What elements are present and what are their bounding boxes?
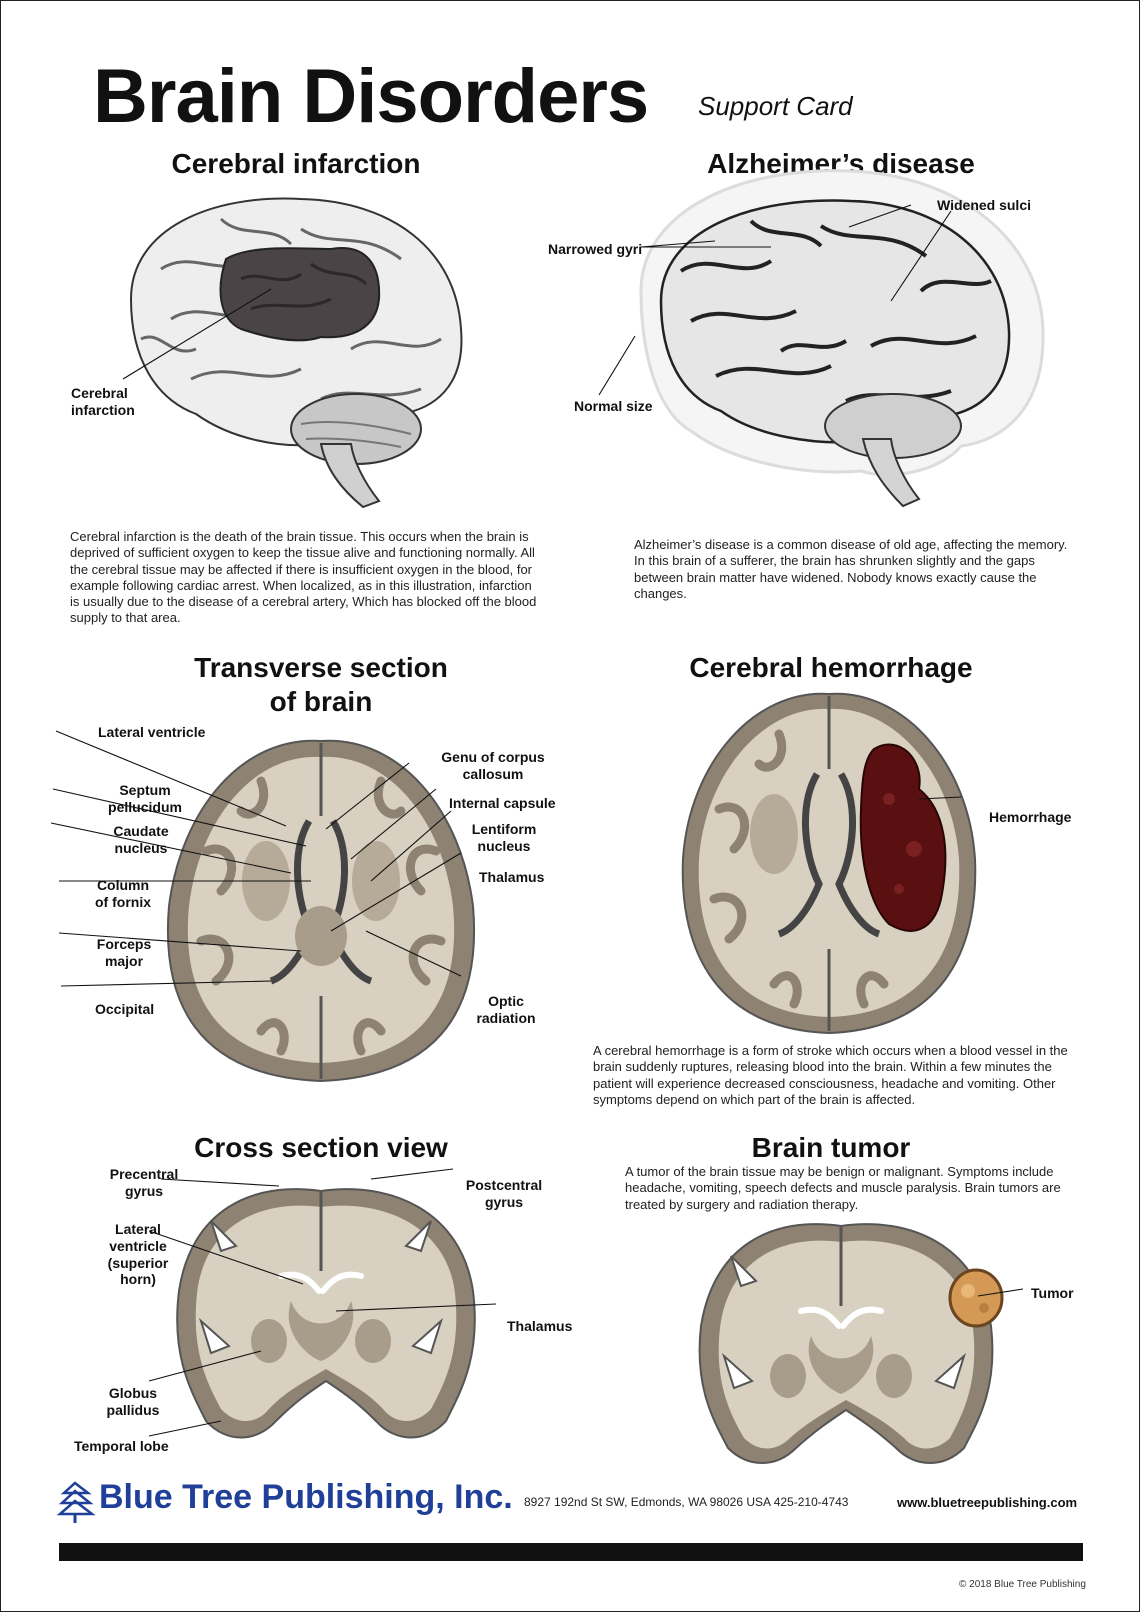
hemorrhage-description: A cerebral hemorrhage is a form of strok… bbox=[593, 1043, 1068, 1107]
lateral-ventricle-label: Lateral ventricle bbox=[98, 724, 206, 740]
transverse-section-illustration bbox=[50, 730, 476, 1083]
hemorrhage-section-illustration bbox=[681, 692, 977, 1035]
tumor-description: A tumor of the brain tissue may be benig… bbox=[625, 1164, 1061, 1212]
copyright-text: 2018 Blue Tree Publishing bbox=[969, 1579, 1086, 1590]
hemorrhage-label: Hemorrhage bbox=[989, 809, 1072, 825]
temporal-lobe-label: Temporal lobe bbox=[74, 1438, 169, 1454]
hemorrhage-heading: Cerebral hemorrhage bbox=[689, 652, 973, 683]
publisher-brand: Blue Tree Publishing, Inc. bbox=[99, 1478, 513, 1516]
column-of-fornix-label: Column of fornix bbox=[95, 877, 151, 910]
publisher-url[interactable]: www.bluetreepublishing.com bbox=[897, 1495, 1078, 1510]
narrowed-gyri-label: Narrowed gyri bbox=[548, 241, 643, 257]
infarct-region bbox=[219, 247, 381, 342]
forceps-major-label: Forceps major bbox=[96, 936, 152, 969]
tumor-heading: Brain tumor bbox=[751, 1132, 911, 1163]
occipital-label: Occipital bbox=[95, 1001, 155, 1017]
infarction-label: Cerebral infarction bbox=[71, 385, 135, 418]
page-subtitle: Support Card bbox=[698, 91, 853, 121]
cross-thalamus-label: Thalamus bbox=[507, 1318, 573, 1334]
widened-sulci-label: Widened sulci bbox=[937, 197, 1032, 213]
infarction-heading: Cerebral infarction bbox=[171, 148, 421, 179]
postcentral-gyrus-label: Postcentral gyrus bbox=[465, 1177, 543, 1210]
infarction-description: Cerebral infarction is the death of the … bbox=[70, 529, 537, 626]
normal-size-label: Normal size bbox=[574, 398, 653, 414]
page-title: Brain Disorders bbox=[93, 54, 649, 139]
septum-pellucidum-label: Septum pellucidum bbox=[108, 782, 182, 815]
copyright-icon: © bbox=[959, 1579, 967, 1590]
caudate-nucleus-label: Caudate nucleus bbox=[113, 823, 169, 856]
optic-radiation-label: Optic radiation bbox=[476, 993, 536, 1026]
alzheimers-description: Alzheimer’s disease is a common disease … bbox=[634, 537, 1068, 601]
genu-corpus-callosum-label: Genu of corpus callosum bbox=[441, 749, 545, 782]
tumor-region bbox=[948, 1268, 1004, 1328]
infarction-brain-illustration bbox=[122, 197, 463, 509]
footer-bar bbox=[59, 1543, 1083, 1561]
cross-section-illustration bbox=[148, 1168, 497, 1439]
precentral-gyrus-label: Precentral gyrus bbox=[109, 1166, 179, 1199]
transverse-heading: Transverse section of brain bbox=[194, 652, 448, 717]
tree-logo-icon bbox=[56, 1481, 96, 1523]
publisher-address: 8927 192nd St SW, Edmonds, WA 98026 USA … bbox=[524, 1495, 849, 1509]
copyright-notice: © 2018 Blue Tree Publishing bbox=[959, 1579, 1086, 1590]
lentiform-nucleus-label: Lentiform nucleus bbox=[471, 821, 537, 854]
globus-pallidus-label: Globus pallidus bbox=[106, 1385, 160, 1418]
lateral-ventricle-superior-label: Lateral ventricle (superior horn) bbox=[107, 1221, 169, 1288]
tumor-label: Tumor bbox=[1031, 1285, 1074, 1301]
tumor-section-illustration bbox=[698, 1223, 1024, 1464]
alzheimers-brain-illustration bbox=[598, 169, 1045, 508]
thalamus-label: Thalamus bbox=[479, 869, 545, 885]
hemorrhage-region bbox=[859, 743, 947, 932]
internal-capsule-label: Internal capsule bbox=[449, 795, 556, 811]
cross-section-heading: Cross section view bbox=[194, 1132, 448, 1163]
